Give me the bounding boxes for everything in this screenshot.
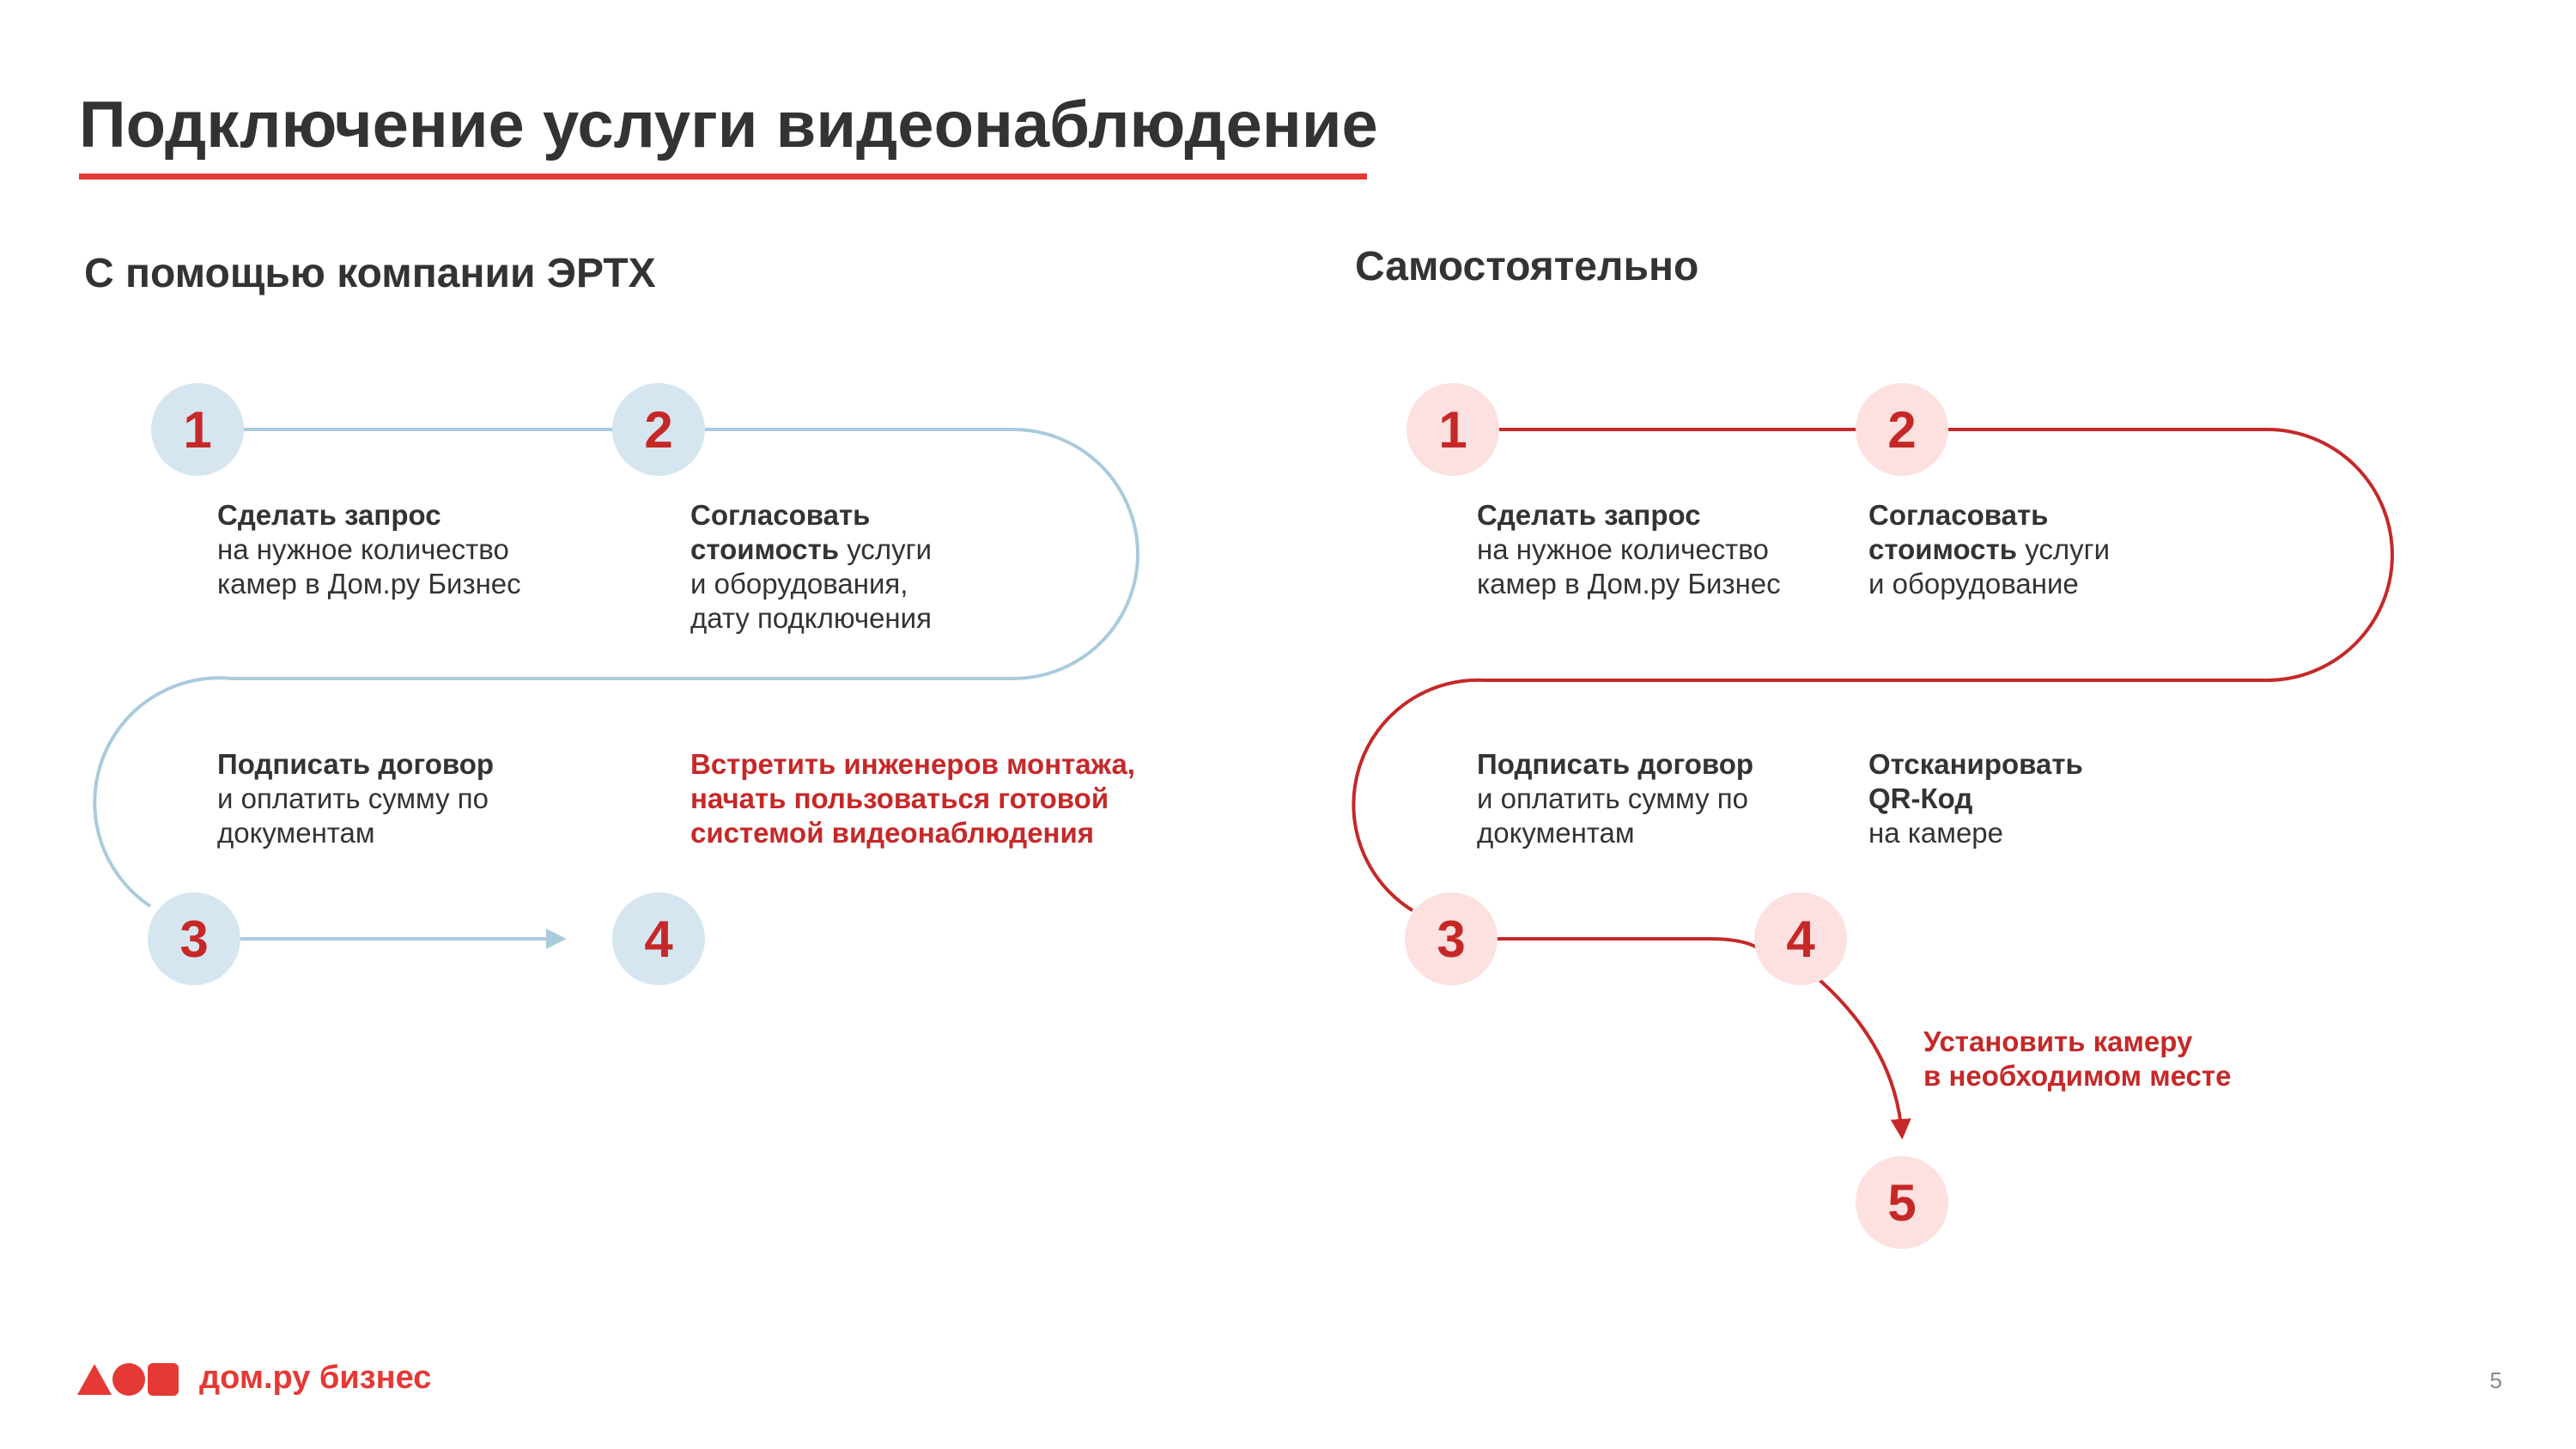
left-step-4-text: Встретить инженеров монтажа, начать поль… <box>690 747 1135 850</box>
page-title: Подключение услуги видеонаблюдение <box>79 88 1378 161</box>
right-step-4-line-1: на камере <box>1868 817 2004 849</box>
left-flow-line <box>93 428 1139 908</box>
right-arrow-3-4 <box>1490 937 1766 955</box>
title-underline <box>79 174 1367 180</box>
left-step-3-circle: 3 <box>148 892 240 985</box>
left-step-2-title: Согласовать <box>690 499 871 531</box>
right-step-3-circle: 3 <box>1405 892 1498 985</box>
left-step-1-number: 1 <box>183 401 211 459</box>
left-step-2-line-1: и оборудования, <box>690 568 908 600</box>
right-step-4-title: Отсканировать <box>1868 748 2083 780</box>
right-step-1-number: 1 <box>1438 401 1467 459</box>
left-step-4-line-2: начать пользоваться готовой <box>690 782 1109 814</box>
right-step-3-number: 3 <box>1437 910 1465 968</box>
left-step-2-bold-inline: стоимость <box>690 533 840 565</box>
right-step-1-title: Сделать запрос <box>1477 499 1701 531</box>
right-step-2-bold-inline: стоимость <box>1868 533 2018 565</box>
right-step-5-circle: 5 <box>1856 1156 1948 1249</box>
left-step-3-title: Подписать договор <box>217 748 495 780</box>
left-step-3-number: 3 <box>179 910 208 968</box>
right-section-heading: Самостоятельно <box>1355 244 1699 289</box>
left-step-4-line-3: системой видеонаблюдения <box>690 817 1095 849</box>
left-step-2-text: Согласовать стоимость услуги и оборудова… <box>690 498 932 636</box>
left-section-heading: С помощью компании ЭРТХ <box>84 251 656 296</box>
left-step-2-number: 2 <box>644 401 672 459</box>
left-step-1-line-1: на нужное количество <box>217 533 509 565</box>
left-step-1-circle: 1 <box>151 383 244 476</box>
right-step-2-text: Согласовать стоимость услуги и оборудова… <box>1868 498 2110 601</box>
left-step-1-line-2: камер в Дом.ру Бизнес <box>217 568 521 600</box>
right-step-2-title: Согласовать <box>1868 499 2049 531</box>
right-step-3-line-1: и оплатить сумму по <box>1477 782 1748 814</box>
right-step-2-line-1: и оборудование <box>1868 568 2079 600</box>
page-number: 5 <box>2489 1367 2502 1393</box>
left-step-2-circle: 2 <box>612 383 705 476</box>
left-step-1-text: Сделать запрос на нужное количество каме… <box>217 498 521 601</box>
right-step-5-line-1: Установить камеру <box>1923 1026 2193 1057</box>
right-arrow-4-5 <box>1817 977 1911 1140</box>
left-step-2-line-2: дату подключения <box>690 602 932 634</box>
right-step-4-title-2: QR-Код <box>1868 782 1973 814</box>
right-step-4-text: Отсканировать QR-Код на камере <box>1868 747 2083 850</box>
right-step-1-circle: 1 <box>1406 383 1499 476</box>
right-step-5-number: 5 <box>1887 1174 1916 1232</box>
footer-logo: дом.ру бизнес <box>76 1359 431 1397</box>
left-step-2-inline-rest: услуги <box>839 533 933 565</box>
left-step-4-line-1: Встретить инженеров монтажа, <box>690 748 1135 780</box>
right-step-1-text: Сделать запрос на нужное количество каме… <box>1477 498 1781 601</box>
right-step-4-circle: 4 <box>1754 892 1847 985</box>
left-step-3-line-2: документам <box>217 817 375 849</box>
right-step-1-line-2: камер в Дом.ру Бизнес <box>1477 568 1781 600</box>
right-step-2-number: 2 <box>1887 401 1916 459</box>
dom-ru-logo-icon <box>77 1363 179 1396</box>
right-step-3-line-2: документам <box>1477 817 1635 849</box>
right-step-5-line-2: в необходимом месте <box>1923 1060 2232 1092</box>
left-step-3-text: Подписать договор и оплатить сумму по до… <box>217 747 494 850</box>
brand-name: дом.ру бизнес <box>199 1359 432 1396</box>
right-step-5-text: Установить камеру в необходимом месте <box>1923 1025 2231 1093</box>
right-step-1-line-1: на нужное количество <box>1477 533 1769 565</box>
left-step-1-title: Сделать запрос <box>217 499 441 531</box>
right-step-2-circle: 2 <box>1856 383 1948 476</box>
right-flow-line <box>1352 428 2394 912</box>
left-step-4-number: 4 <box>644 910 673 968</box>
right-step-2-inline-rest: услуги <box>2017 533 2111 565</box>
right-step-3-title: Подписать договор <box>1477 748 1754 780</box>
left-step-4-circle: 4 <box>612 892 705 985</box>
right-step-3-text: Подписать договор и оплатить сумму по до… <box>1477 747 1753 850</box>
left-step-3-line-1: и оплатить сумму по <box>217 782 489 814</box>
right-step-4-number: 4 <box>1786 910 1815 968</box>
